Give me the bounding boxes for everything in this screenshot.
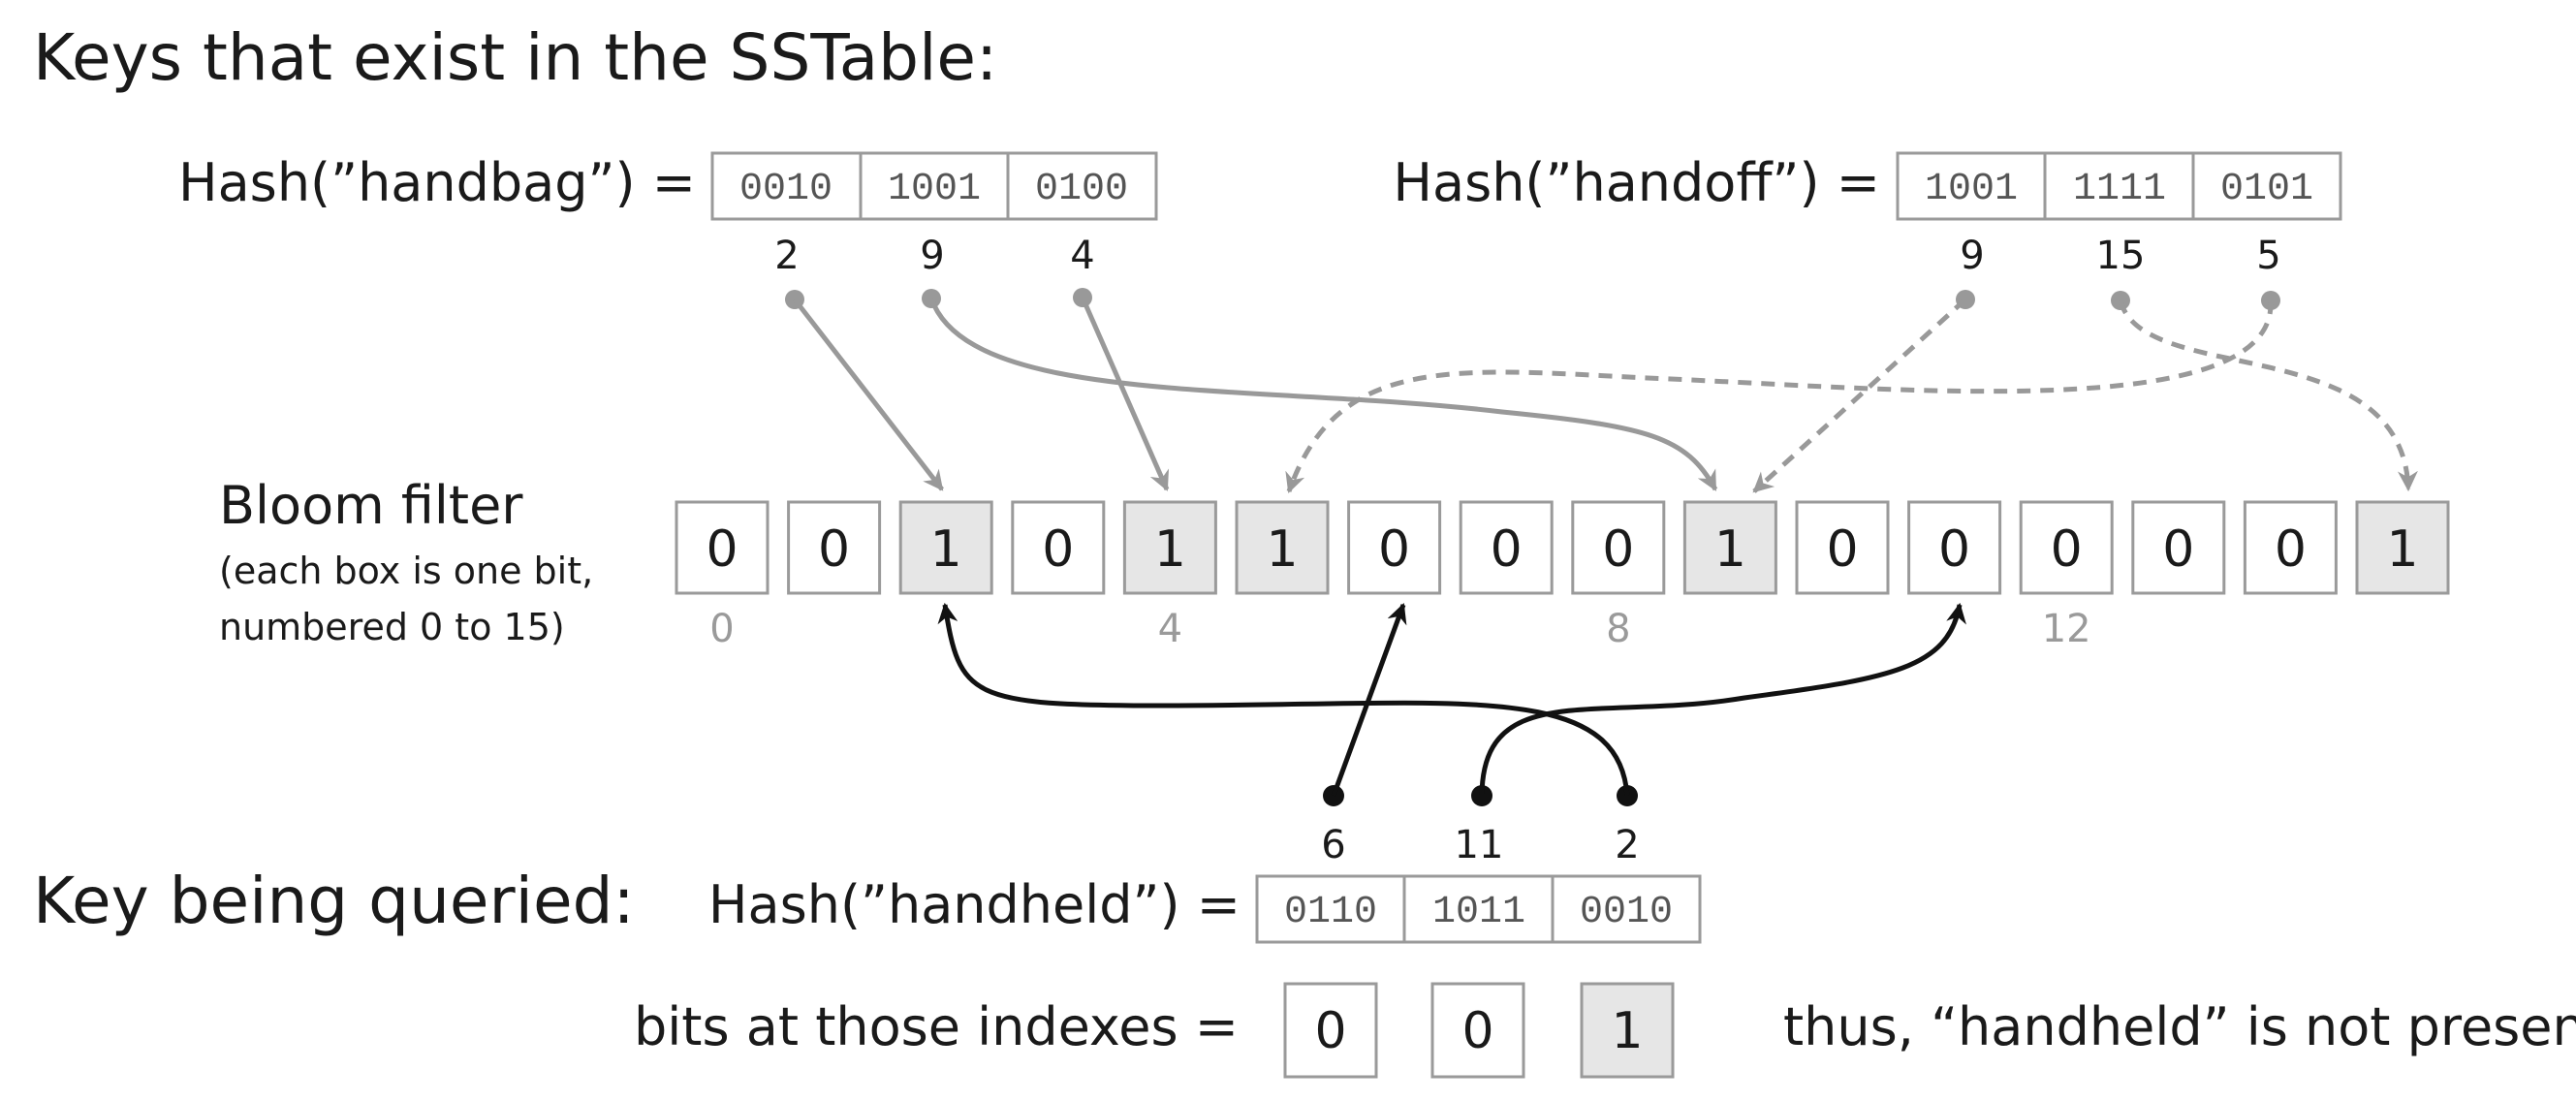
bloom-bit-box (787, 500, 882, 595)
bloom-bit-value: 0 (1378, 520, 1410, 579)
hash-handbag-box (710, 151, 1158, 221)
query-bit-value: 1 (1611, 1002, 1643, 1060)
hash-handheld-cell: 1011 (1432, 891, 1525, 934)
bloom-bit-value: 0 (1042, 520, 1074, 579)
hash-handbag-index: 2 (774, 234, 799, 278)
bloom-bit-box (1682, 500, 1777, 595)
handheld-arrows (937, 602, 1966, 806)
hash-handheld-cell: 0110 (1284, 891, 1377, 934)
hash-handbag-cell: 0100 (1035, 168, 1128, 211)
hash-handoff-index: 15 (2096, 234, 2146, 278)
bloom-bit-value: 0 (1491, 520, 1523, 579)
bloom-bit-value: 0 (1826, 520, 1858, 579)
bloom-bit-box (1459, 500, 1554, 595)
query-bit-box (1580, 982, 1675, 1079)
bloom-bit-value: 0 (1602, 520, 1634, 579)
hash-handheld-cell: 0010 (1580, 891, 1673, 934)
bloom-axis-label: 8 (1606, 607, 1630, 651)
bloom-bit-value: 1 (930, 520, 962, 579)
bloom-filter-desc-line2: numbered 0 to 15) (219, 606, 565, 648)
query-bit-value: 0 (1461, 1002, 1493, 1060)
bloom-bit-box (1122, 500, 1217, 595)
hash-handheld-index: 6 (1321, 823, 1345, 867)
bloom-bit-box (675, 500, 770, 595)
hash-handbag: Hash(”handbag”) = 0010 1001 0100 2 9 4 (178, 151, 1158, 278)
query-bit-box (1283, 982, 1378, 1079)
bloom-filter-desc-line1: (each box is one bit, (219, 550, 593, 592)
bloom-bit-box (1795, 500, 1890, 595)
bloom-filter-title: Bloom filter (219, 475, 523, 536)
bloom-bit-box (898, 500, 993, 595)
bloom-bit-box (2243, 500, 2338, 595)
bloom-axis-label: 4 (1158, 607, 1182, 651)
handoff-arrows (1285, 290, 2418, 493)
arrow-handoff-to-bit-9 (1752, 298, 1967, 493)
arrow-handbag-to-bit-9 (928, 298, 1718, 491)
hash-handheld-index: 2 (1615, 823, 1639, 867)
hash-handbag-label: Hash(”handbag”) = (178, 152, 696, 213)
bloom-bit-box (1011, 500, 1106, 595)
bloom-bit-box (1347, 500, 1442, 595)
hash-handoff-cell: 1001 (1925, 168, 2018, 211)
bloom-bit-box (2131, 500, 2226, 595)
arrow-handheld-to-bit-6 (1331, 603, 1407, 797)
hash-handoff: Hash(”handoff”) = 1001 1111 0101 9 15 5 (1393, 151, 2342, 278)
hash-handbag-index: 9 (920, 234, 944, 278)
bloom-bit-value: 0 (818, 520, 850, 579)
heading-keys-exist: Keys that exist in the SSTable: (33, 20, 997, 95)
bloom-bit-value: 1 (2386, 520, 2418, 579)
query-bit-box (1430, 982, 1525, 1079)
bloom-bit-value: 0 (2162, 520, 2194, 579)
hash-handheld-box (1255, 874, 1702, 944)
bloom-bit-value: 0 (706, 520, 738, 579)
query-bit-value: 0 (1314, 1002, 1346, 1060)
hash-handbag-index: 4 (1070, 234, 1094, 278)
bloom-bit-box (1907, 500, 2002, 595)
handbag-arrows (785, 288, 1718, 491)
bloom-bit-box (2019, 500, 2114, 595)
bloom-bit-value: 1 (1714, 520, 1746, 579)
arrow-handbag-to-bit-4 (1080, 296, 1170, 491)
hash-handoff-box (1896, 151, 2342, 221)
bloom-filter-axis: 0 4 8 12 (709, 607, 2090, 651)
arrow-handoff-to-bit-15 (2118, 299, 2418, 492)
bloom-bit-box (1235, 500, 1330, 595)
arrow-handbag-to-bit-2 (793, 298, 944, 491)
arrow-handheld-to-bit-2 (937, 602, 1630, 797)
hash-handheld-label: Hash(”handheld”) = (708, 874, 1241, 935)
heading-key-queried: Key being queried: (33, 864, 635, 938)
bloom-bit-box (1571, 500, 1666, 595)
bloom-bit-value: 1 (1266, 520, 1298, 579)
bloom-bit-value: 0 (2275, 520, 2307, 579)
hash-handoff-index: 9 (1960, 234, 1984, 278)
bloom-bit-value: 0 (1938, 520, 1970, 579)
hash-handoff-index: 5 (2256, 234, 2280, 278)
bloom-filter-bits: 0 0 1 0 1 1 0 0 0 1 0 0 0 0 0 1 (675, 500, 2450, 595)
query-bits: bits at those indexes = 0 0 1 thus, “han… (634, 982, 2576, 1079)
arrow-handoff-to-bit-5 (1285, 299, 2274, 493)
arrow-handheld-to-bit-11 (1479, 602, 1966, 797)
query-conclusion: thus, “handheld” is not present (1783, 996, 2576, 1057)
hash-handbag-cell: 0010 (739, 168, 832, 211)
query-bits-label: bits at those indexes = (634, 996, 1239, 1057)
bloom-bit-value: 1 (1154, 520, 1186, 579)
hash-handheld-index: 11 (1455, 823, 1504, 867)
hash-handoff-cell: 0101 (2220, 168, 2313, 211)
bloom-bit-value: 0 (2051, 520, 2083, 579)
bloom-bit-box (2355, 500, 2450, 595)
hash-handbag-cell: 1001 (888, 168, 981, 211)
bloom-axis-label: 12 (2042, 607, 2091, 651)
hash-handheld: 6 11 2 Hash(”handheld”) = 0110 1011 0010 (708, 823, 1702, 944)
hash-handoff-cell: 1111 (2073, 168, 2166, 211)
bloom-axis-label: 0 (709, 607, 734, 651)
hash-handoff-label: Hash(”handoff”) = (1393, 152, 1880, 213)
